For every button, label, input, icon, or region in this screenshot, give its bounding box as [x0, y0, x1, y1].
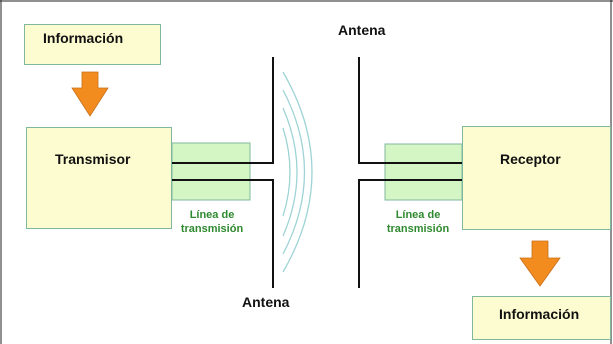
info-top-box: Información [24, 24, 161, 65]
info-bottom-label: Información [499, 306, 580, 322]
tline-left-box [171, 142, 251, 201]
antenna-bottom-label: Antena [242, 294, 290, 310]
tline-right-box [384, 143, 463, 201]
wave-1 [282, 127, 291, 217]
receiver-box: Receptor [462, 126, 611, 230]
tline-right-label: Línea de transmisión [372, 208, 464, 236]
tline-right-label-line1: Línea de [395, 209, 441, 221]
radio-waves [282, 71, 313, 273]
tline-right-upper-wire [358, 57, 462, 164]
wave-4 [282, 71, 313, 273]
receiver-label: Receptor [500, 151, 561, 167]
arrow-down-right-icon [519, 240, 561, 287]
wave-2 [282, 107, 298, 237]
transmitter-box: Transmisor [26, 127, 172, 229]
tline-right-label-line2: transmisión [386, 223, 450, 235]
wave-3 [282, 89, 306, 255]
antenna-top-label: Antena [338, 22, 386, 38]
tline-left-label: Línea de transmisión [166, 208, 258, 236]
info-bottom-box: Información [472, 296, 611, 340]
tline-left-label-line2: transmisión [180, 223, 244, 235]
arrow-down-left-icon [71, 71, 109, 117]
transmitter-label: Transmisor [55, 151, 131, 167]
tline-left-label-line1: Línea de [189, 209, 235, 221]
tline-left-upper-wire [172, 57, 274, 164]
tline-right-lower-wire [358, 179, 462, 288]
info-top-label: Información [43, 30, 124, 46]
tline-left-lower-wire [172, 179, 274, 288]
